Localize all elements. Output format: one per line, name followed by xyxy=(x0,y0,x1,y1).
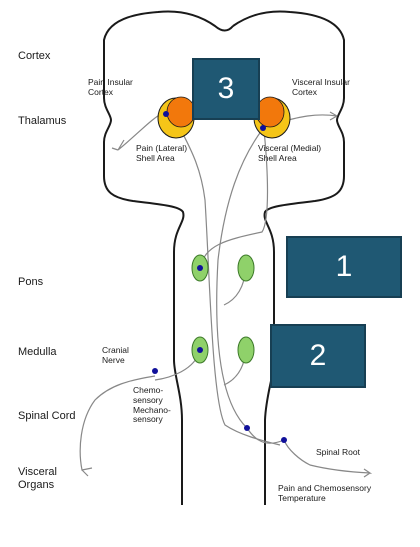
marker-3: 3 xyxy=(192,58,260,120)
neuron-dot xyxy=(197,347,203,353)
label-pain-insular-cortex: Pain Insular Cortex xyxy=(88,77,133,97)
pathway-spinal-root xyxy=(283,439,373,478)
label-pain-chemosensory-temperature: Pain and Chemosensory Temperature xyxy=(278,483,372,503)
thalamus-left xyxy=(157,96,196,139)
marker-2: 2 xyxy=(270,324,366,388)
nucleus-pons-medial xyxy=(237,254,255,282)
label-medulla: Medulla xyxy=(18,346,57,358)
label-cortex: Cortex xyxy=(18,50,51,62)
neuron-dot xyxy=(163,111,169,117)
label-chemosensory-mechanosensory: Chemo- sensory Mechano- sensory xyxy=(133,385,171,425)
label-visceral-insular-cortex: Visceral Insular Cortex xyxy=(292,77,350,97)
neuron-dot xyxy=(281,437,287,443)
label-cranial-nerve: Cranial Nerve xyxy=(102,345,129,365)
pathway-lateral-long xyxy=(174,117,281,446)
marker-1: 1 xyxy=(286,236,402,298)
label-thalamus: Thalamus xyxy=(18,115,67,127)
label-spinal-cord: Spinal Cord xyxy=(18,410,76,422)
neuron-dot xyxy=(152,368,158,374)
pathway-dorsal-horn xyxy=(246,427,285,444)
pathway-pons-lateral xyxy=(199,129,269,269)
neuron-dot xyxy=(260,125,266,131)
label-pons: Pons xyxy=(18,276,44,288)
neuron-dot xyxy=(197,265,203,271)
brain-outline xyxy=(103,10,345,505)
label-visceral-organs: Visceral Organs xyxy=(18,466,57,491)
label-spinal-root: Spinal Root xyxy=(316,447,360,457)
neuron-dots xyxy=(152,111,287,443)
neuron-dot xyxy=(244,425,250,431)
nucleus-medulla-medial xyxy=(237,336,255,364)
label-pain-lateral-shell: Pain (Lateral) Shell Area xyxy=(136,143,188,163)
pathway-medial-long xyxy=(216,129,263,429)
pathway-cranial-nerve xyxy=(79,375,156,477)
label-visceral-medial-shell: Visceral (Medial) Shell Area xyxy=(258,143,322,163)
